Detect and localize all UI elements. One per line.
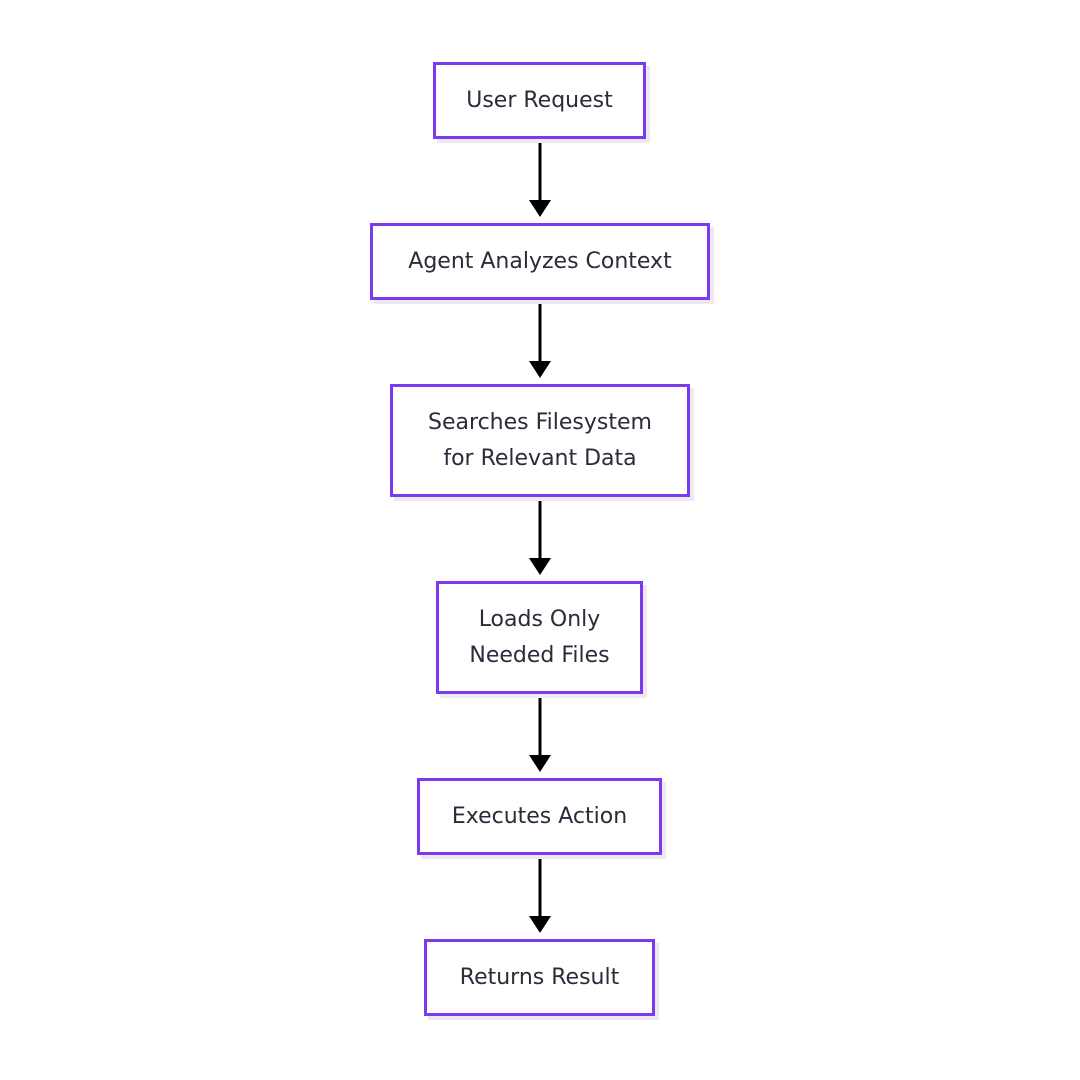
arrowhead-icon [529,200,551,217]
connector-searches-filesystem-to-loads-only-needed-files [529,498,551,575]
connector-agent-analyzes-context-to-searches-filesystem [529,301,551,378]
node-label-line: Executes Action [451,803,628,829]
arrowhead-icon [529,361,551,378]
connector-loads-only-needed-files-to-executes-action [529,695,551,772]
arrowhead-icon [529,916,551,933]
node-label-line: Needed Files [469,642,610,668]
connector-user-request-to-agent-analyzes-context [529,140,551,217]
node-label-line: Loads Only [478,606,601,632]
node-returns-result: Returns Result [424,939,655,1016]
node-label-line: Searches Filesystem [428,409,652,435]
node-loads-only-needed-files: Loads Only Needed Files [436,581,643,694]
node-label-line: Returns Result [459,964,620,990]
arrowhead-icon [529,558,551,575]
node-label-line: Agent Analyzes Context [408,248,672,274]
arrowhead-icon [529,755,551,772]
connector-executes-action-to-returns-result [529,856,551,933]
node-user-request: User Request [433,62,646,139]
node-searches-filesystem: Searches Filesystem for Relevant Data [390,384,690,497]
node-label-line: User Request [466,87,613,113]
node-agent-analyzes-context: Agent Analyzes Context [370,223,710,300]
node-executes-action: Executes Action [417,778,662,855]
node-label-line: for Relevant Data [443,445,637,471]
